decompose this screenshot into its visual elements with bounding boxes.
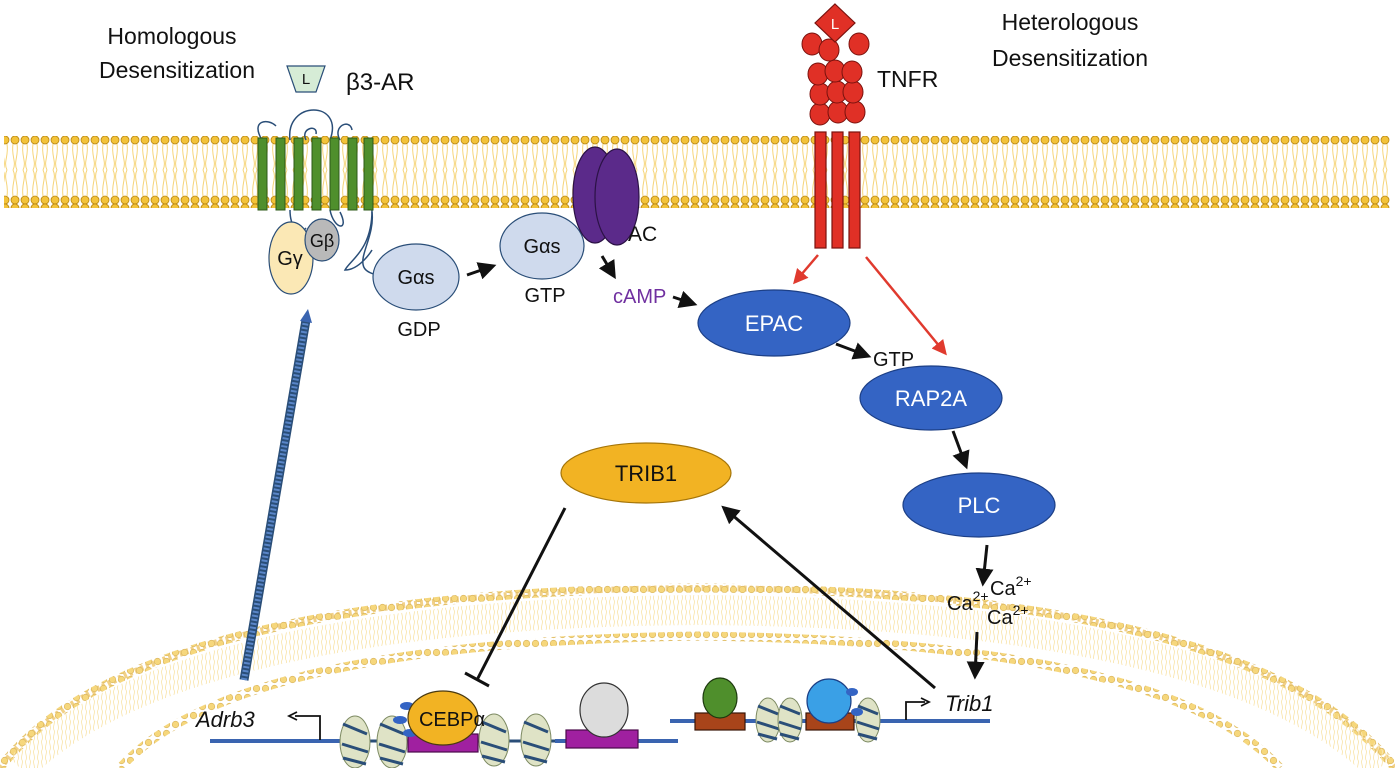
plc-label: PLC	[958, 493, 1001, 518]
nuclear-envelope	[0, 583, 1395, 768]
beta3-ar-label: β3-AR	[346, 69, 414, 96]
epac-label: EPAC	[745, 311, 803, 336]
ligand-trapezoid: L	[286, 65, 326, 93]
homologous-title-line2: Desensitization	[99, 57, 255, 83]
adrb3-gene-label: Adrb3	[194, 707, 255, 732]
arrow-epac-to-rap2a	[835, 342, 872, 360]
homologous-title-line1: Homologous	[107, 23, 236, 49]
trib1-label: TRIB1	[615, 461, 677, 486]
heterologous-title-line1: Heterologous	[1002, 9, 1139, 35]
g-gamma-node: Gγ	[268, 221, 314, 295]
trib1-gene-label: Trib1	[945, 691, 994, 716]
g-beta-label: Gβ	[310, 231, 334, 251]
arrow-calcium-to-trib1	[966, 631, 985, 680]
nucleosome	[376, 715, 408, 768]
calcium-3: Ca2+	[987, 602, 1029, 629]
arrow-ac-to-camp	[598, 255, 616, 280]
rap2a-node: RAP2A	[859, 365, 1003, 431]
inhibition-trib1-to-cebpa	[464, 507, 567, 688]
nucleosome	[755, 697, 781, 743]
heterologous-title-line2: Desensitization	[992, 45, 1148, 71]
plc-node: PLC	[902, 472, 1056, 538]
calcium-1: Ca2+	[990, 573, 1032, 600]
gdp-label: GDP	[397, 319, 440, 341]
cebpa-label: CEBPα	[419, 709, 485, 731]
tnfr-label: TNFR	[877, 66, 938, 92]
arrow-trib1-gene-to-protein	[721, 505, 936, 690]
arrow-adrb3-to-receptor	[239, 309, 312, 681]
calcium-2: Ca2+	[947, 588, 989, 615]
arrow-tnfr-to-epac	[793, 254, 819, 285]
arrow-camp-to-epac	[672, 290, 698, 308]
epac-node: EPAC	[697, 289, 851, 357]
promoter-arrow-adrb3	[286, 711, 321, 740]
trib1-node: TRIB1	[560, 442, 732, 504]
transcription-factor-grey	[565, 682, 639, 749]
calcium-group: Ca2+ Ca2+ Ca2+	[947, 573, 1032, 629]
gtp2-label: GTP	[873, 349, 914, 371]
ac-label: AC	[628, 223, 657, 246]
g-alpha-s-gdp-label: Gαs	[397, 267, 434, 289]
nucleosome	[777, 697, 803, 743]
ligand-label: L	[302, 71, 310, 88]
g-gamma-label: Gγ	[277, 248, 303, 270]
nucleosome	[339, 715, 371, 768]
arrow-plc-to-calcium	[975, 544, 994, 587]
g-alpha-s-gtp-node: Gαs	[499, 212, 585, 280]
transcription-factor-blue	[805, 678, 863, 731]
nucleosome	[520, 713, 552, 767]
plasma-membrane	[4, 136, 1390, 208]
nucleosome	[478, 713, 510, 767]
tnfr-receptor: L	[801, 3, 870, 249]
transcription-factor-green	[694, 677, 746, 731]
camp-label: cAMP	[613, 286, 666, 308]
arrow-rap2a-to-plc	[951, 430, 970, 470]
g-alpha-s-gdp-node: Gαs	[372, 243, 460, 311]
g-beta-node: Gβ	[304, 218, 340, 262]
ligand2-label: L	[831, 16, 839, 33]
rap2a-label: RAP2A	[895, 386, 967, 411]
arrow-tnfr-to-rap2a	[865, 256, 947, 356]
nucleosome	[855, 697, 881, 743]
arrow-gdp-to-gtp	[466, 262, 497, 280]
gtp-label: GTP	[524, 285, 565, 307]
promoter-arrow-trib1	[905, 697, 932, 720]
adenylyl-cyclase	[572, 146, 640, 246]
cebpa-complex: CEBPα	[393, 690, 485, 753]
g-alpha-s-gtp-label: Gαs	[523, 236, 560, 258]
